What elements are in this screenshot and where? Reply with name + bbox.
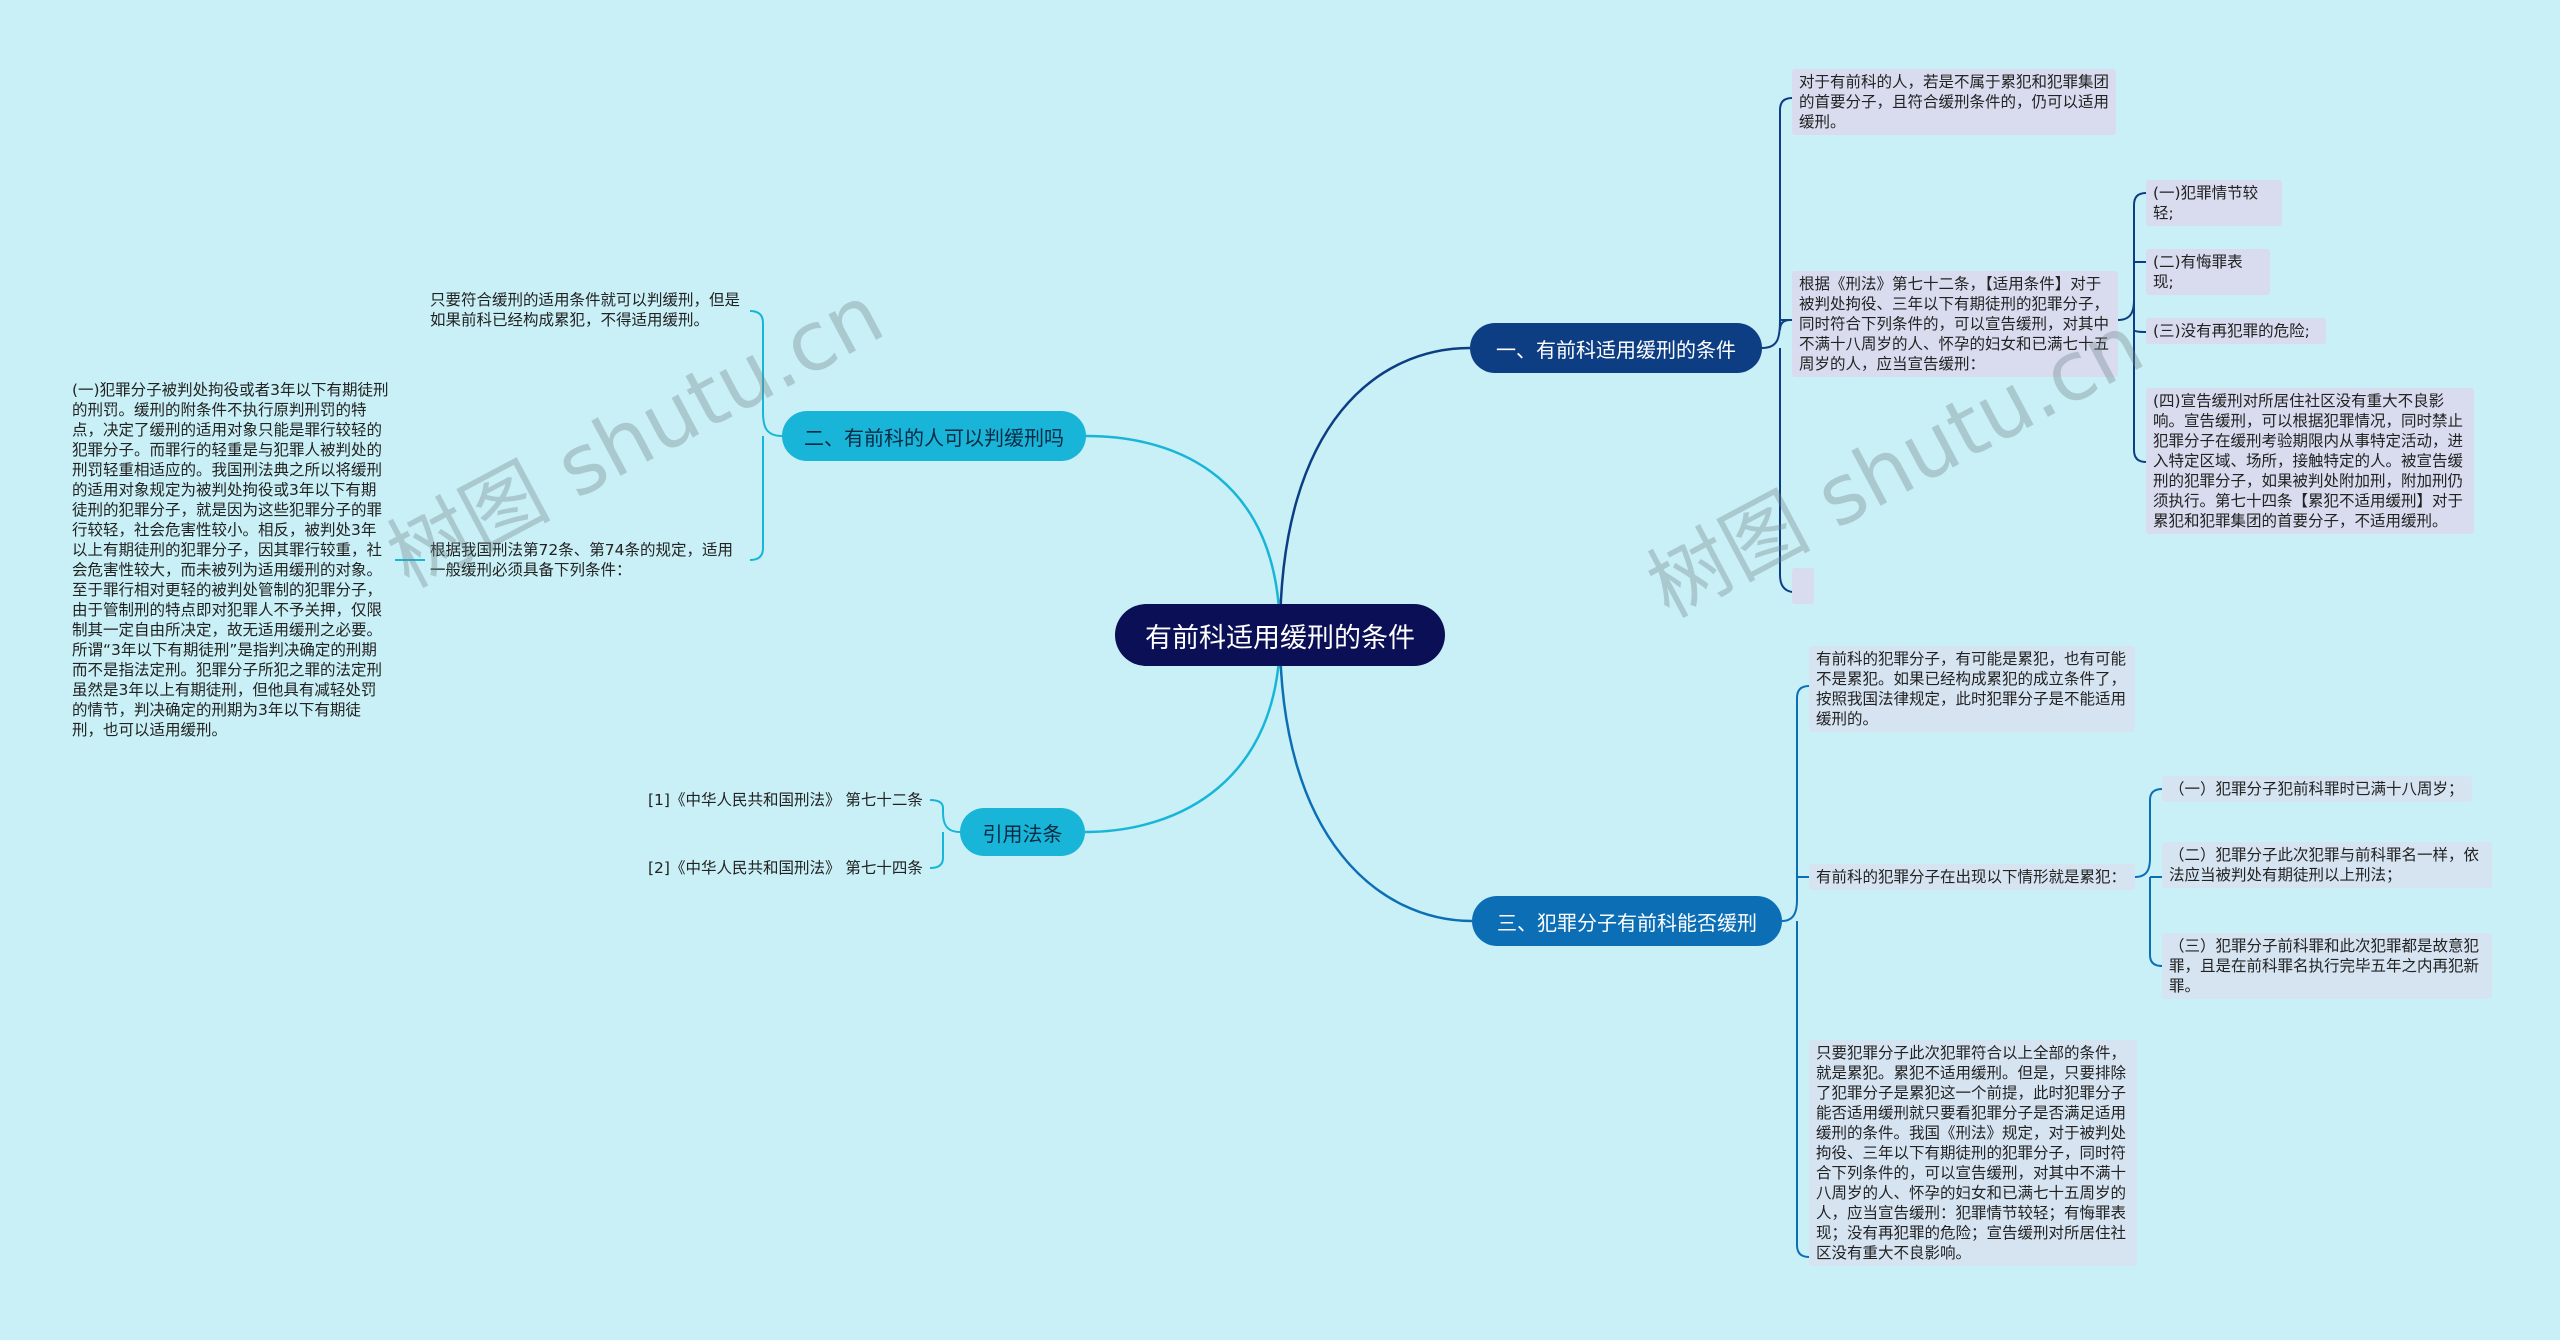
b3-condition-2[interactable]: （二）犯罪分子此次犯罪与前科罪名一样，依法应当被判处有期徒刑以上刑法；	[2162, 842, 2492, 888]
connector-ref-bracket	[929, 799, 961, 869]
connector-b2-bracket	[749, 310, 783, 561]
b2-node-2[interactable]: 根据我国刑法第72条、第74条的规定，适用一般缓刑必须具备下列条件：	[430, 541, 733, 579]
b1-condition-4[interactable]: (四)宣告缓刑对所居住社区没有重大不良影响。宣告缓刑，可以根据犯罪情况，同时禁止…	[2146, 388, 2474, 534]
branch-2-title[interactable]: 二、有前科的人可以判缓刑吗	[782, 411, 1086, 461]
connector-b1-sub-bracket	[2117, 192, 2147, 463]
branch-1-title[interactable]: 一、有前科适用缓刑的条件	[1470, 323, 1762, 373]
branch-3-title[interactable]: 三、犯罪分子有前科能否缓刑	[1472, 896, 1782, 946]
connector-b1-bracket	[1761, 97, 1793, 593]
b1-condition-2[interactable]: (二)有悔罪表现;	[2146, 249, 2270, 295]
connector-root-b1	[1278, 346, 1471, 636]
b1-node-1[interactable]: 对于有前科的人，若是不属于累犯和犯罪集团的首要分子，且符合缓刑条件的，仍可以适用…	[1792, 69, 2116, 135]
root-topic[interactable]: 有前科适用缓刑的条件	[1115, 604, 1445, 666]
connector-b3-sub-bracket	[2134, 788, 2163, 967]
connector-root-ref	[1084, 634, 1282, 834]
b3-condition-3[interactable]: （三）犯罪分子前科罪和此次犯罪都是故意犯罪，且是在前科罪名执行完毕五年之内再犯新…	[2162, 933, 2492, 999]
b2-node-1[interactable]: 只要符合缓刑的适用条件就可以判缓刑，但是如果前科已经构成累犯，不得适用缓刑。	[430, 291, 741, 329]
b3-condition-1[interactable]: （一）犯罪分子犯前科罪时已满十八周岁；	[2162, 776, 2472, 802]
connector-b3-bracket	[1781, 685, 1810, 1258]
ref-item-2[interactable]: [2]《中华人民共和国刑法》 第七十四条	[648, 859, 923, 877]
b1-node-empty[interactable]	[1792, 568, 1814, 604]
b3-node-1[interactable]: 有前科的犯罪分子，有可能是累犯，也有可能不是累犯。如果已经构成累犯的成立条件了，…	[1809, 646, 2135, 732]
b3-node-3[interactable]: 只要犯罪分子此次犯罪符合以上全部的条件，就是累犯。累犯不适用缓刑。但是，只要排除…	[1809, 1040, 2137, 1266]
b1-node-2[interactable]: 根据《刑法》第七十二条，【适用条件】对于被判处拘役、三年以下有期徒刑的犯罪分子，…	[1792, 271, 2118, 377]
b1-condition-3[interactable]: (三)没有再犯罪的危险;	[2146, 318, 2326, 344]
connector-root-b2	[1085, 434, 1282, 636]
connector-root-b3	[1278, 634, 1473, 923]
b1-condition-1[interactable]: (一)犯罪情节较轻;	[2146, 180, 2282, 226]
ref-item-1[interactable]: [1]《中华人民共和国刑法》 第七十二条	[648, 791, 923, 809]
b3-node-2[interactable]: 有前科的犯罪分子在出现以下情形就是累犯：	[1809, 864, 2135, 890]
branch-ref-title[interactable]: 引用法条	[960, 808, 1085, 856]
b2-node-3[interactable]: (一)犯罪分子被判处拘役或者3年以下有期徒刑的刑罚。缓刑的附条件不执行原判刑罚的…	[72, 381, 389, 739]
